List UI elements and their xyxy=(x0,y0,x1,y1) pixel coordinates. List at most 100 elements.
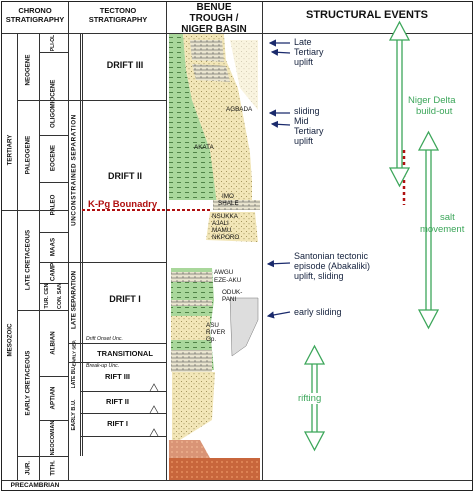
lith-awgu: AWGU xyxy=(214,269,234,276)
event-line: sliding xyxy=(294,106,320,116)
rift-ii-base xyxy=(80,413,166,414)
rift-fault-2 xyxy=(149,405,159,414)
lith-oduk: ODUK- xyxy=(222,289,243,296)
epoch-line xyxy=(39,52,68,53)
epoch-line xyxy=(39,135,68,136)
lith-akata: AKATA xyxy=(194,144,214,151)
asu-river-lower xyxy=(171,350,212,372)
arrow-mid-tertiary-2 xyxy=(270,120,291,128)
benue-header: BENUE TROUGH / NIGER BASIN xyxy=(166,2,262,35)
events-header: STRUCTURAL EVENTS xyxy=(305,9,429,21)
event-mid-tertiary-uplift: sliding Mid Tertiary uplift xyxy=(294,106,324,146)
lith-shale: SHALE xyxy=(218,200,239,207)
era-divider xyxy=(17,33,18,480)
tectono-header: TECTONO STRATIGRAPHY xyxy=(68,6,168,24)
unit-rift-iii: RIFT III xyxy=(105,372,130,381)
event-line: uplift xyxy=(294,136,314,146)
rift-fault-3 xyxy=(149,428,159,437)
lith-river: RIVER xyxy=(206,329,226,336)
tectono-header-line2: STRATIGRAPHY xyxy=(88,15,148,24)
epoch-line xyxy=(39,420,68,421)
drift-ii-base xyxy=(68,262,166,263)
tectono-divider xyxy=(166,2,167,480)
chrono-header-line1: CHRONO xyxy=(18,6,52,15)
benue-header-line2: TROUGH / xyxy=(189,13,239,24)
benue-header-line3: NIGER BASIN xyxy=(181,24,247,35)
label-rifting: rifting xyxy=(298,393,322,404)
epoch-line xyxy=(39,262,68,263)
epoch-line xyxy=(39,376,68,377)
label-niger-delta: Niger Delta xyxy=(408,95,456,106)
label-movement: movement xyxy=(420,224,465,235)
early-late-boundary xyxy=(17,310,68,311)
drift-onset-unconformity: Drift Onset Unc. xyxy=(86,336,123,342)
awgu-bed xyxy=(171,272,212,282)
neogene-boundary xyxy=(17,100,68,101)
event-line: uplift, sliding xyxy=(294,271,344,281)
arrow-late-tertiary-2 xyxy=(270,48,291,56)
header-divider xyxy=(2,33,472,34)
asu-river-sand xyxy=(171,316,210,340)
lith-nsukka: NSUKKA xyxy=(212,213,238,220)
unit-rift-i: RIFT I xyxy=(107,419,128,428)
unit-drift-iii: DRIFT III xyxy=(106,60,144,70)
event-line: uplift xyxy=(294,57,314,67)
precambrian-basement xyxy=(169,458,260,480)
benin-sand-top xyxy=(190,40,224,62)
green-arrows xyxy=(303,20,440,452)
chrono-header-line2: STRATIGRAPHY xyxy=(5,15,65,24)
epoch-line xyxy=(39,182,68,183)
lith-agbada: AGBADA xyxy=(226,106,253,113)
label-salt: salt xyxy=(440,212,455,223)
rift-fill xyxy=(172,372,215,440)
breakup-unconformity: Break-up Unc. xyxy=(86,363,120,369)
salt-head-down xyxy=(417,309,440,330)
event-line: Late xyxy=(294,37,312,47)
benue-header-line1: BENUE xyxy=(196,2,232,13)
jurassic-boundary xyxy=(17,456,68,457)
eze-aku-bed xyxy=(171,300,212,306)
rift-fault-1 xyxy=(149,383,159,392)
unit-rift-ii: RIFT II xyxy=(106,397,129,406)
precambrian-label: PRECAMBRIAN xyxy=(10,482,60,489)
lith-eze-aku: EZE-AKU xyxy=(214,277,242,284)
arrow-santonian xyxy=(266,260,291,268)
chrono-divider xyxy=(68,2,69,480)
event-line: Tertiary xyxy=(294,126,324,136)
basement-block xyxy=(229,297,259,357)
lith-pani: PANI xyxy=(222,296,237,303)
rift-head-down xyxy=(303,431,326,452)
sep-divider-outer xyxy=(80,33,81,456)
lith-gp: Gp. xyxy=(206,336,217,343)
kpg-boundary-label: K-Pg Bounadry xyxy=(86,199,160,210)
epoch-line xyxy=(39,232,68,233)
event-line: episode (Abakaliki) xyxy=(294,261,371,271)
period-divider xyxy=(39,33,40,480)
rift-head-up xyxy=(303,344,326,365)
lith-imo: IMO xyxy=(222,193,234,200)
unit-transitional: TRANSITIONAL xyxy=(97,349,153,358)
epoch-line xyxy=(39,283,68,284)
build-out-head-down xyxy=(388,167,411,188)
salt-head-up xyxy=(417,130,440,151)
benue-divider xyxy=(262,2,263,480)
build-out-head-up xyxy=(388,20,411,41)
imo-shale xyxy=(213,200,260,210)
upper-tertiary-cap xyxy=(192,64,230,82)
drift-i-base xyxy=(68,343,166,344)
unit-drift-i: DRIFT I xyxy=(109,294,141,304)
event-late-tertiary-uplift: Late Tertiary uplift xyxy=(294,37,324,67)
akata-shale-body xyxy=(169,34,217,200)
lith-ajali: AJALI xyxy=(212,220,229,227)
precambrian-boundary xyxy=(2,480,472,481)
event-line: Mid xyxy=(294,116,309,126)
event-early-sliding: early sliding xyxy=(294,307,342,317)
event-santonian: Santonian tectonic episode (Abakaliki) u… xyxy=(294,251,370,281)
rift-i-base xyxy=(80,436,166,437)
event-line: early sliding xyxy=(294,307,342,317)
event-line: Tertiary xyxy=(294,47,324,57)
arrow-early-sliding xyxy=(266,311,291,319)
margin-sand xyxy=(230,40,258,110)
drift-iii-base xyxy=(68,100,166,101)
